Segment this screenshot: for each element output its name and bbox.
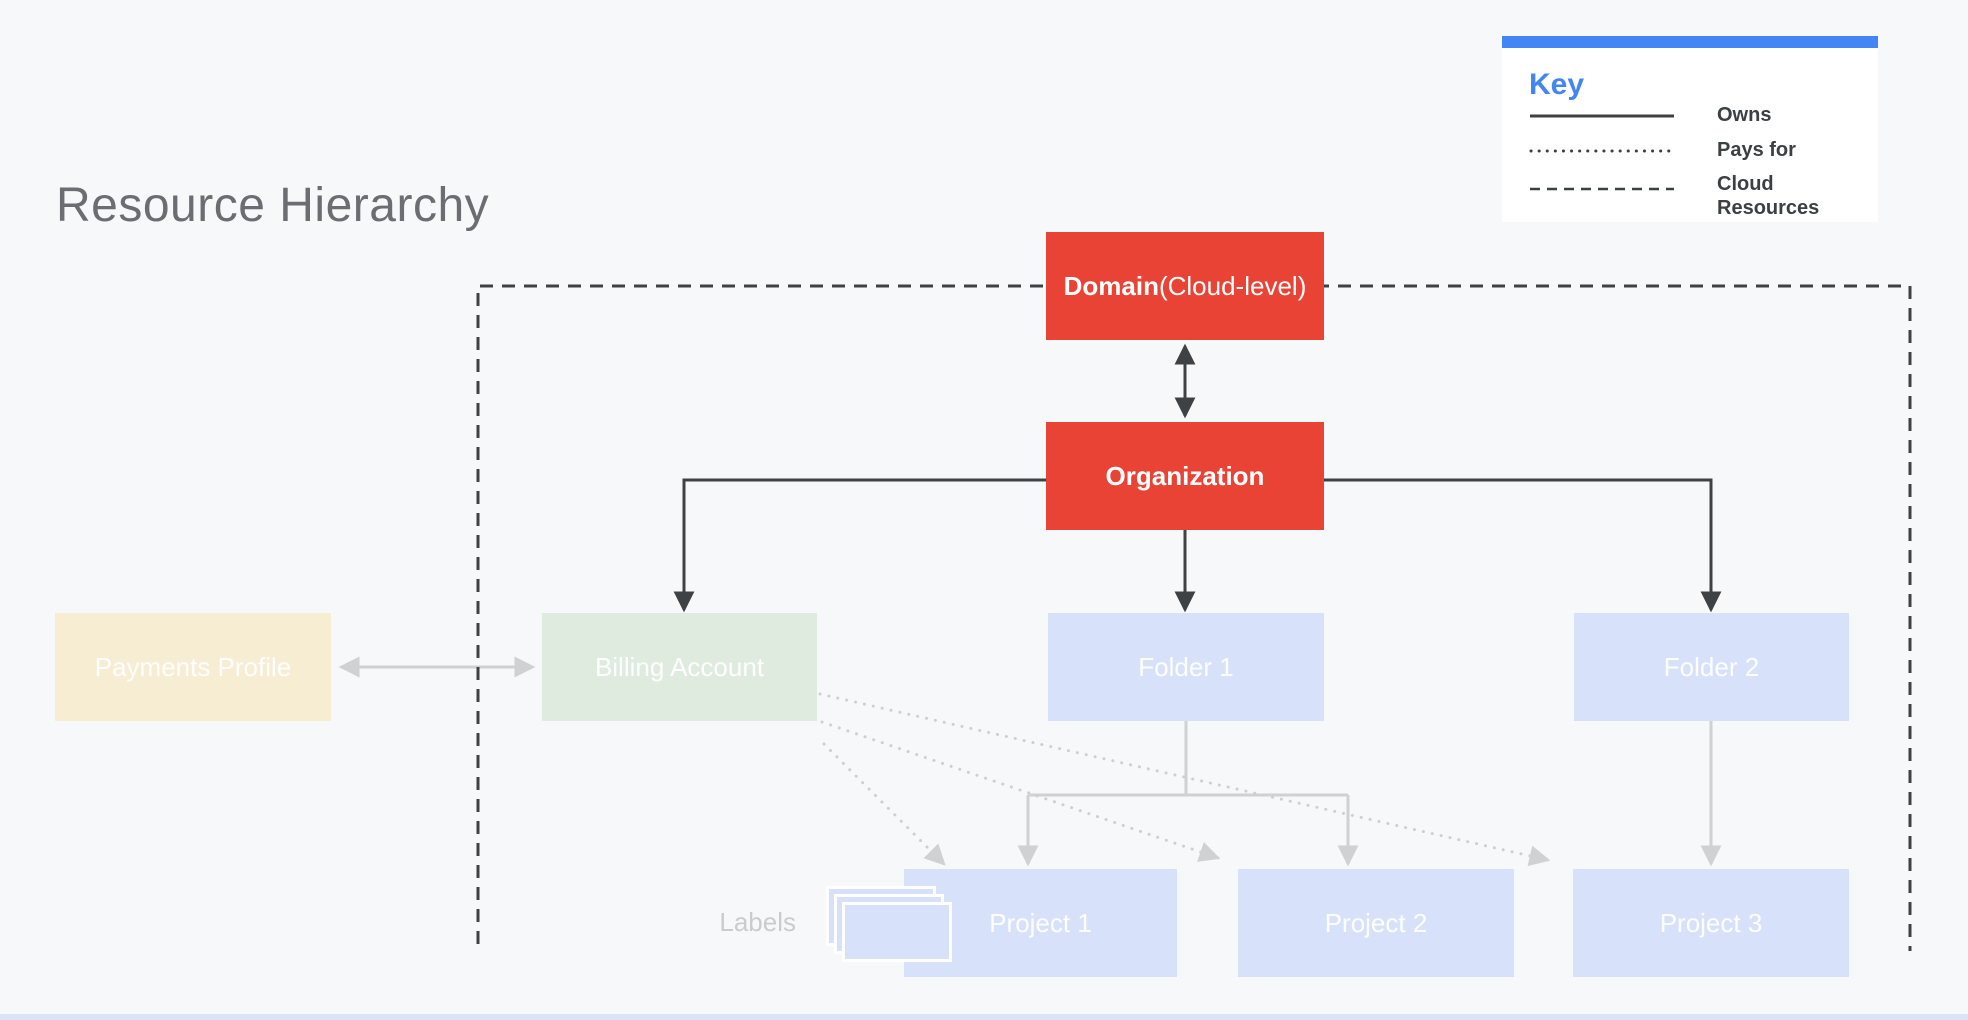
legend-dotted-line-sample (1529, 149, 1675, 153)
bottom-edge-strip (0, 1014, 1968, 1020)
key-title: Key (1529, 68, 1585, 101)
node-payments-profile-label: Payments Profile (94, 651, 292, 682)
node-organization: Organization (1046, 422, 1324, 530)
node-project-2-label: Project 2 (1324, 907, 1428, 938)
node-folder-1-label: Folder 1 (1138, 651, 1234, 682)
labels-stack-icon (826, 886, 960, 970)
node-billing-account: Billing Account (542, 613, 817, 721)
page-title: Resource Hierarchy (56, 179, 490, 232)
node-project-2: Project 2 (1238, 869, 1514, 977)
legend-label-owns: Owns (1717, 104, 1772, 126)
node-folder-1: Folder 1 (1048, 613, 1324, 721)
billing-project3-dotted-connector (818, 692, 1551, 867)
key-panel-accent-bar (1502, 36, 1878, 48)
labels-caption: Labels (719, 907, 796, 937)
key-panel: Key Owns Pays for Cloud Resources (1502, 36, 1878, 222)
organization-folder2-connector (1324, 478, 1722, 613)
node-domain: Domain (Cloud-level) (1046, 232, 1324, 340)
legend-label-pays-for: Pays for (1717, 139, 1796, 161)
node-domain-label-bold: Domain (1063, 270, 1159, 301)
legend-dashed-line-sample (1530, 187, 1674, 191)
node-billing-account-label: Billing Account (594, 651, 765, 682)
node-payments-profile: Payments Profile (55, 613, 331, 721)
node-project-3-label: Project 3 (1659, 907, 1763, 938)
billing-project1-dotted-connector (822, 742, 946, 866)
legend-solid-line-sample (1530, 114, 1674, 118)
node-organization-label: Organization (1105, 460, 1265, 491)
label-card-front (842, 902, 952, 962)
node-project-3: Project 3 (1573, 869, 1849, 977)
organization-billing-connector (673, 478, 1046, 613)
node-folder-2-label: Folder 2 (1663, 651, 1760, 682)
node-domain-label-suffix: (Cloud-level) (1158, 270, 1307, 301)
billing-project2-dotted-connector (820, 720, 1221, 862)
legend-label-cloud-resources: Cloud Resources (1717, 173, 1820, 219)
node-folder-2: Folder 2 (1574, 613, 1849, 721)
node-project-1-label: Project 1 (989, 907, 1092, 938)
